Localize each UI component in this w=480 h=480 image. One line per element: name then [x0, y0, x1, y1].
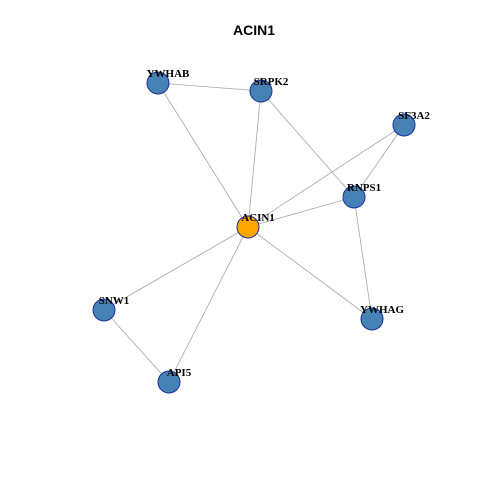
node-label-acin1: ACIN1	[241, 212, 275, 224]
node-ywhag	[360, 307, 384, 331]
node-sf3a2	[392, 113, 416, 137]
node-label-api5: API5	[167, 367, 192, 379]
node-acin1	[236, 215, 260, 239]
edge-sf3a2-rnps1	[353, 124, 405, 198]
edge-acin1-api5	[168, 226, 249, 383]
node-label-snw1: SNW1	[99, 295, 130, 307]
edge-acin1-ywhab	[157, 82, 249, 228]
edge-srpk2-rnps1	[260, 90, 355, 198]
node-label-ywhag: YWHAG	[360, 304, 404, 316]
diagram-title: ACIN1	[233, 22, 275, 38]
edge-rnps1-ywhag	[353, 196, 373, 320]
edge-snw1-api5	[103, 309, 170, 383]
node-rnps1	[342, 185, 366, 209]
edge-layer	[103, 82, 405, 383]
edge-acin1-ywhag	[247, 226, 373, 320]
node-label-ywhab: YWHAB	[147, 68, 190, 80]
node-label-rnps1: RNPS1	[347, 182, 381, 194]
node-snw1	[92, 298, 116, 322]
node-label-srpk2: SRPK2	[254, 76, 289, 88]
edge-acin1-rnps1	[247, 196, 355, 228]
edge-acin1-srpk2	[247, 90, 262, 228]
node-label-sf3a2: SF3A2	[398, 110, 430, 122]
node-api5	[157, 370, 181, 394]
node-ywhab	[146, 71, 170, 95]
node-srpk2	[249, 79, 273, 103]
edge-acin1-sf3a2	[247, 124, 405, 228]
edge-ywhab-srpk2	[157, 82, 262, 92]
edge-acin1-snw1	[103, 226, 249, 311]
